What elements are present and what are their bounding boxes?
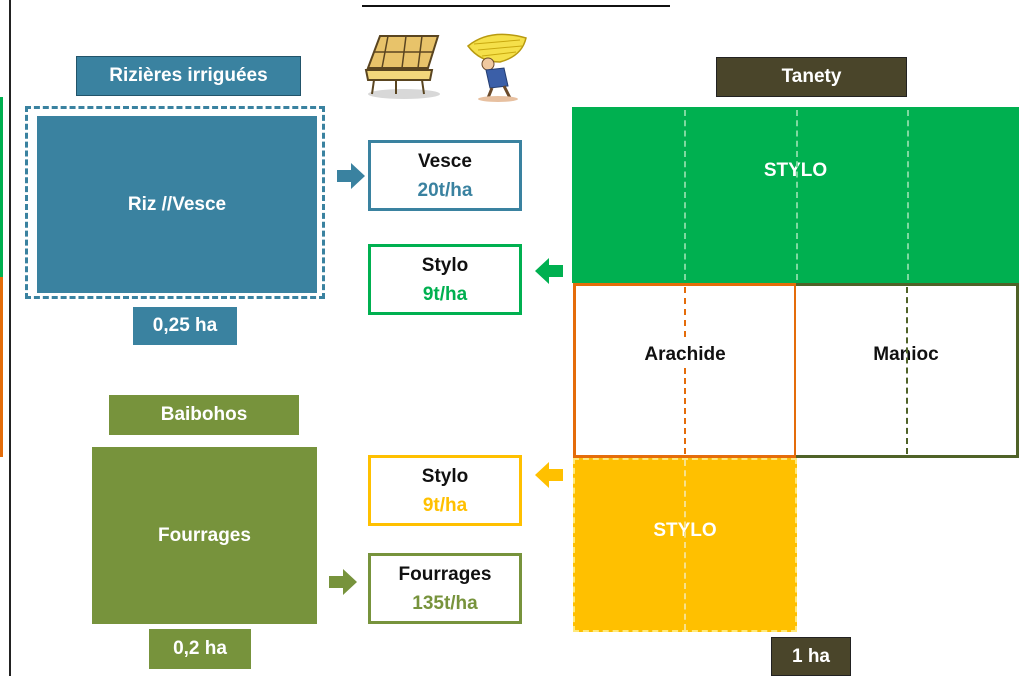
baibohos-field: Fourrages [92, 447, 317, 624]
arrow-left-icon [535, 462, 563, 488]
output-vesce: Vesce 20t/ha [368, 140, 522, 211]
tanety-stylo-top: STYLO [572, 107, 1019, 283]
rice-area-label: 0,25 ha [133, 307, 237, 345]
hay-cart-icon [358, 28, 450, 102]
rice-field-dashed-outline [25, 106, 325, 299]
top-rule [362, 5, 670, 7]
arrow-right-icon [329, 569, 357, 595]
rice-field: Riz //Vesce [37, 116, 317, 293]
output-fourrages: Fourrages 135t/ha [368, 553, 522, 624]
grid-line [684, 110, 686, 280]
output-stylo-lower: Stylo 9t/ha [368, 455, 522, 526]
grid-line [906, 287, 908, 454]
grid-line [907, 110, 909, 280]
grid-line [684, 368, 686, 454]
grid-line [684, 460, 686, 630]
grid-line [684, 287, 686, 337]
left-frame-line [9, 0, 11, 676]
tanety-title: Tanety [716, 57, 907, 97]
tanety-area-label: 1 ha [771, 637, 851, 676]
output-stylo-tanety: Stylo 9t/ha [368, 244, 522, 315]
arrow-right-icon [337, 163, 365, 189]
grid-line [796, 110, 798, 280]
baibohos-area-label: 0,2 ha [149, 629, 251, 669]
arrow-left-icon [535, 258, 563, 284]
left-edge-green-accent [0, 97, 3, 277]
farmer-carrying-hay-icon [460, 28, 532, 102]
left-edge-orange-accent [0, 277, 3, 457]
baibohos-title: Baibohos [109, 395, 299, 435]
rice-title: Rizières irriguées [76, 56, 301, 96]
